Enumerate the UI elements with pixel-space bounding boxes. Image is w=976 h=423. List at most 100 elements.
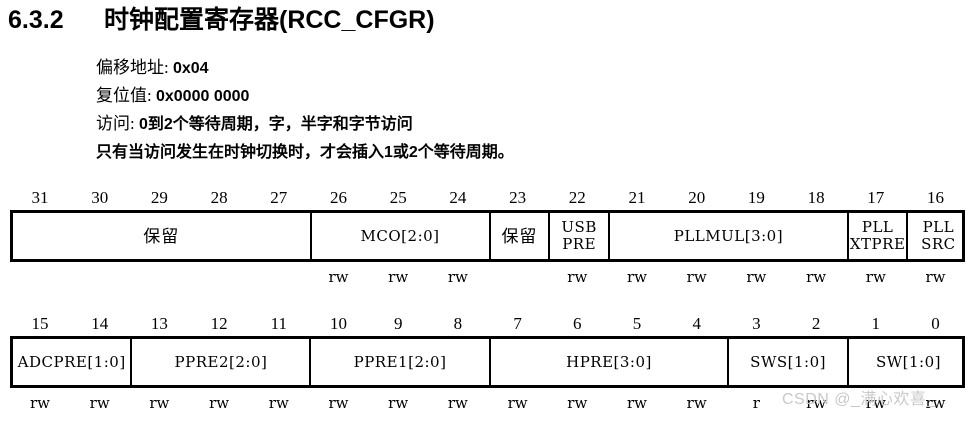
access-label-bit-16: rw <box>925 268 946 286</box>
bit-number-21: 21 <box>628 188 646 207</box>
reset-value-line: 复位值: 0x0000 0000 <box>96 82 514 110</box>
register-field: 保留 <box>13 213 312 259</box>
bit-number-15: 15 <box>31 314 49 333</box>
access-label-bit-11: rw <box>268 394 289 412</box>
bit-number-26: 26 <box>330 188 347 207</box>
bit-number-25: 25 <box>389 188 407 207</box>
access-label-bit-19: rw <box>746 268 767 286</box>
access-label-bit-21: rw <box>626 268 647 286</box>
access-line: 访问: 0到2个等待周期，字，半字和字节访问 <box>96 110 514 138</box>
access-label-bit-13: rw <box>149 394 170 412</box>
offset-address-value: 0x04 <box>172 60 209 77</box>
bit-number-2: 2 <box>811 314 821 333</box>
bit-number-3: 3 <box>752 314 761 333</box>
register-field-label: MCO[2:0] <box>360 226 440 245</box>
register-field: PPRE1[2:0] <box>312 339 491 385</box>
bit-number-14: 14 <box>91 314 109 333</box>
bit-number-9: 9 <box>393 314 403 333</box>
access-label-bit-20: rw <box>686 268 707 286</box>
access-label-bit-0: rw <box>925 394 946 412</box>
bit-number-19: 19 <box>747 188 765 207</box>
access-label-bit-4: rw <box>686 394 707 412</box>
bit-number-31: 31 <box>31 188 49 207</box>
access-label-bit-18: rw <box>806 268 827 286</box>
register-field: PPRE2[2:0] <box>132 339 312 385</box>
section-number: 6.3.2 <box>8 6 64 34</box>
bit-number-28: 28 <box>210 188 228 207</box>
access-label: 访问: <box>96 114 135 133</box>
register-field-label: ADCPRE[1:0] <box>17 352 126 371</box>
bit-number-0: 0 <box>931 314 940 333</box>
bit-number-29: 29 <box>150 188 168 207</box>
bit-number-30: 30 <box>91 188 109 207</box>
bit-number-17: 17 <box>867 188 885 207</box>
access-label-bit-9: rw <box>388 394 409 412</box>
csdn-watermark: CSDN @_满心欢喜_ <box>782 391 936 408</box>
bit-number-27: 27 <box>270 188 288 207</box>
reset-value-label: 复位值: <box>96 86 152 105</box>
reset-value-value: 0x0000 0000 <box>155 88 250 105</box>
register-field-label: PPRE1[2:0] <box>353 352 447 371</box>
access-label-bit-12: rw <box>209 394 230 412</box>
bit-number-7: 7 <box>513 314 522 333</box>
bit-number-20: 20 <box>688 188 706 207</box>
access-label-bit-1: rw <box>865 394 886 412</box>
bit-number-5: 5 <box>632 314 642 333</box>
bit-number-12: 12 <box>210 314 228 333</box>
offset-address-line: 偏移地址: 0x04 <box>96 54 514 82</box>
register-field-label: SW[1:0] <box>875 352 942 371</box>
bit-number-6: 6 <box>573 314 582 333</box>
bit-number-13: 13 <box>150 314 168 333</box>
bit-number-11: 11 <box>270 314 287 333</box>
register-field-label: 保留 <box>143 226 180 246</box>
access-label-bit-22: rw <box>567 268 588 286</box>
register-table-high: 31 30 29 28 27 26 25 24 23 22 21 20 19 18 17 16 保留 MCO[2… <box>10 186 965 292</box>
register-description: 偏移地址: 0x04 复位值: 0x0000 0000 访问: 0到2个等待周期… <box>96 54 514 166</box>
register-field: PLLMUL[3:0] <box>610 213 849 259</box>
bit-number-4: 4 <box>692 314 701 333</box>
register-field-label: PLLMUL[3:0] <box>673 226 784 245</box>
field-row-low: ADCPRE[1:0] PPRE2[2:0] PPRE1[2:0] HPRE[3:0]… <box>10 336 965 388</box>
access-label-bit-2: rw <box>806 394 827 412</box>
access-label-bit-8: rw <box>447 394 468 412</box>
bit-number-23: 23 <box>509 188 527 207</box>
bit-number-8: 8 <box>453 314 463 333</box>
access-label-bit-17: rw <box>865 268 886 286</box>
access-label-bit-10: rw <box>328 394 349 412</box>
bit-number-row-high: 31 30 29 28 27 26 25 24 23 22 21 20 19 18 17 16 <box>10 186 965 210</box>
access-label-bit-7: rw <box>507 394 528 412</box>
page-title: 6.3.2 时钟配置寄存器(RCC_CFGR) <box>8 4 435 36</box>
access-label-bit-3: r <box>752 394 760 412</box>
register-field: 保留 <box>491 213 551 259</box>
access-label-bit-14: rw <box>89 394 110 412</box>
wait-state-note: 只有当访问发生在时钟切换时，才会插入1或2个等待周期。 <box>96 138 514 166</box>
register-field: ADCPRE[1:0] <box>13 339 133 385</box>
register-field-label: PPRE2[2:0] <box>174 352 268 371</box>
register-field: SW[1:0] <box>849 339 968 385</box>
offset-address-label: 偏移地址: <box>96 58 169 77</box>
access-label-bit-26: rw <box>328 268 349 286</box>
register-field-label: SWS[1:0] <box>750 352 826 371</box>
bit-number-24: 24 <box>449 188 467 207</box>
register-field: MCO[2:0] <box>312 213 491 259</box>
section-title: 时钟配置寄存器(RCC_CFGR) <box>104 6 435 34</box>
wait-state-note-text: 只有当访问发生在时钟切换时，才会插入1或2个等待周期。 <box>96 144 514 161</box>
bit-number-22: 22 <box>568 188 586 207</box>
register-field: SWS[1:0] <box>729 339 849 385</box>
bit-number-16: 16 <box>927 188 944 207</box>
access-label-bit-15: rw <box>29 394 50 412</box>
access-value: 0到2个等待周期，字，半字和字节访问 <box>138 116 413 133</box>
access-label-bit-6: rw <box>567 394 588 412</box>
register-field-label: HPRE[3:0] <box>566 352 652 371</box>
bit-number-18: 18 <box>807 188 825 207</box>
